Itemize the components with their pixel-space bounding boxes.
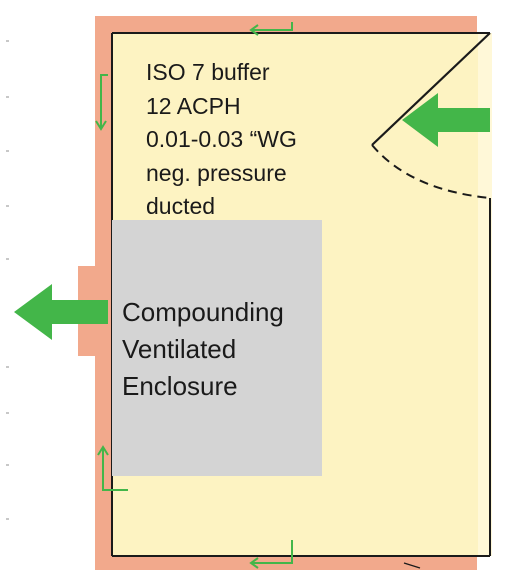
exhaust-type: ducted <box>146 193 216 219</box>
pressure-type: neg. pressure <box>146 159 287 186</box>
enclosure-label-line-2: Ventilated <box>122 334 237 364</box>
return-flow-left-top-icon <box>95 74 108 131</box>
supply-arrow-icon <box>402 93 490 147</box>
corner-mark <box>403 562 421 569</box>
pressure-range: 0.01-0.03 “WG <box>146 126 297 152</box>
return-flow-left-bottom-icon <box>97 445 128 491</box>
room-classification: ISO 7 buffer <box>146 59 270 85</box>
right-strip <box>478 33 492 556</box>
enclosure-label: Compounding Ventilated Enclosure <box>122 294 284 405</box>
exhaust-arrow-icon <box>14 284 108 340</box>
return-flow-top-icon <box>249 22 293 36</box>
enclosure-label-line-3: Enclosure <box>122 371 238 401</box>
edge-ticks <box>6 40 9 520</box>
compounding-enclosure <box>112 220 322 476</box>
enclosure-label-line-1: Compounding <box>122 297 284 327</box>
room-spec-label: ISO 7 buffer 12 ACPH 0.01-0.03 “WG neg. … <box>146 56 297 224</box>
door-swing-icon <box>371 32 491 199</box>
return-flow-bottom-icon <box>249 540 293 569</box>
air-changes: 12 ACPH <box>146 92 241 119</box>
